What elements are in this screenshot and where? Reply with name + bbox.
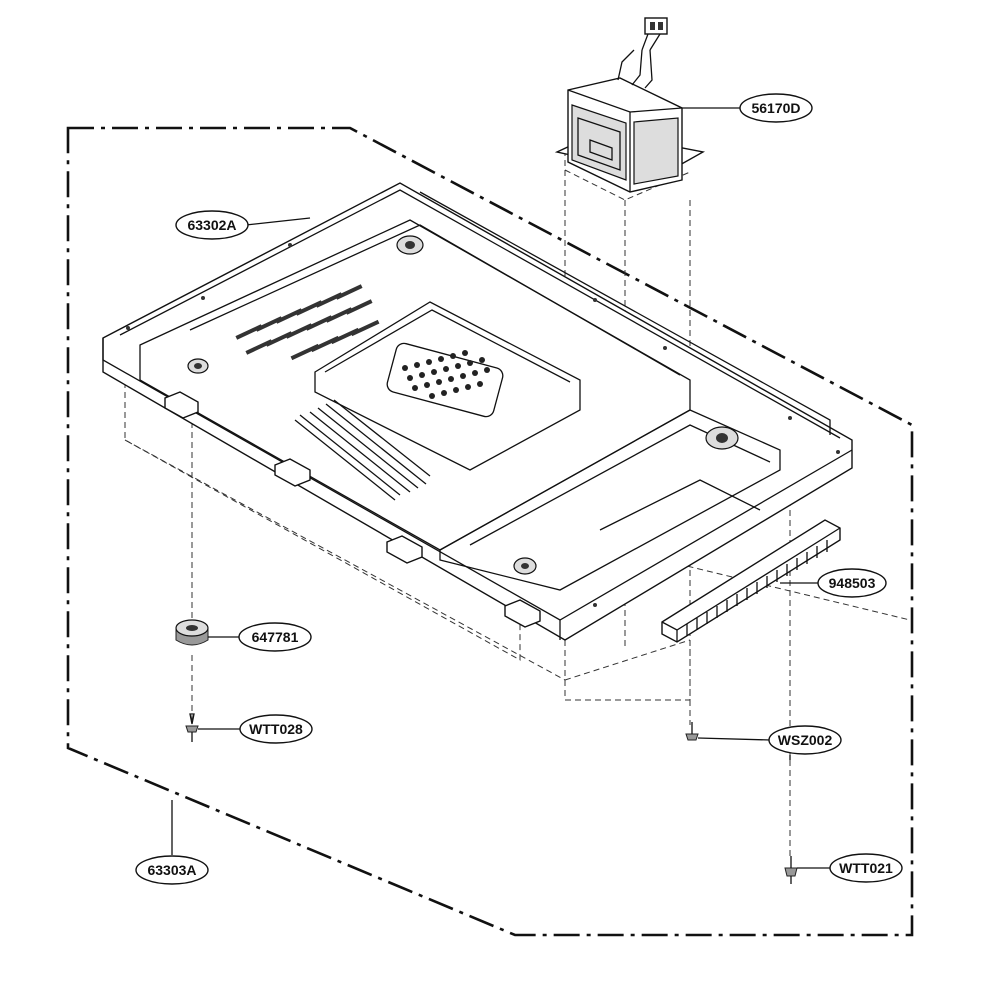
callout-foot-screw: WTT028	[239, 714, 313, 744]
callout-base-plate: 63302A	[175, 210, 249, 240]
label-foot: 647781	[252, 629, 299, 645]
callout-rear-screw: WTT021	[829, 853, 903, 883]
callout-transformer-screw: WSZ002	[768, 725, 842, 755]
screw-wsz002	[685, 722, 699, 741]
callout-rail-strip: 948503	[817, 568, 887, 598]
base-plate	[102, 182, 853, 641]
transformer	[554, 17, 706, 193]
label-rear-screw: WTT021	[839, 860, 893, 876]
leader-lines	[171, 107, 830, 869]
foot	[175, 619, 209, 646]
label-base-plate: 63302A	[187, 217, 236, 233]
screw-wtt028	[185, 713, 199, 742]
label-rail-strip: 948503	[829, 575, 876, 591]
callout-foot: 647781	[238, 622, 312, 652]
label-outer-assembly: 63303A	[147, 862, 196, 878]
screw-wtt021	[784, 856, 798, 884]
rail-strip	[661, 519, 841, 643]
label-transformer-screw: WSZ002	[778, 732, 833, 748]
label-transformer: 56170D	[751, 100, 800, 116]
label-foot-screw: WTT028	[249, 721, 303, 737]
assembly-boundary	[66, 126, 914, 937]
callout-transformer: 56170D	[739, 93, 813, 123]
callout-outer-assembly: 63303A	[135, 855, 209, 885]
